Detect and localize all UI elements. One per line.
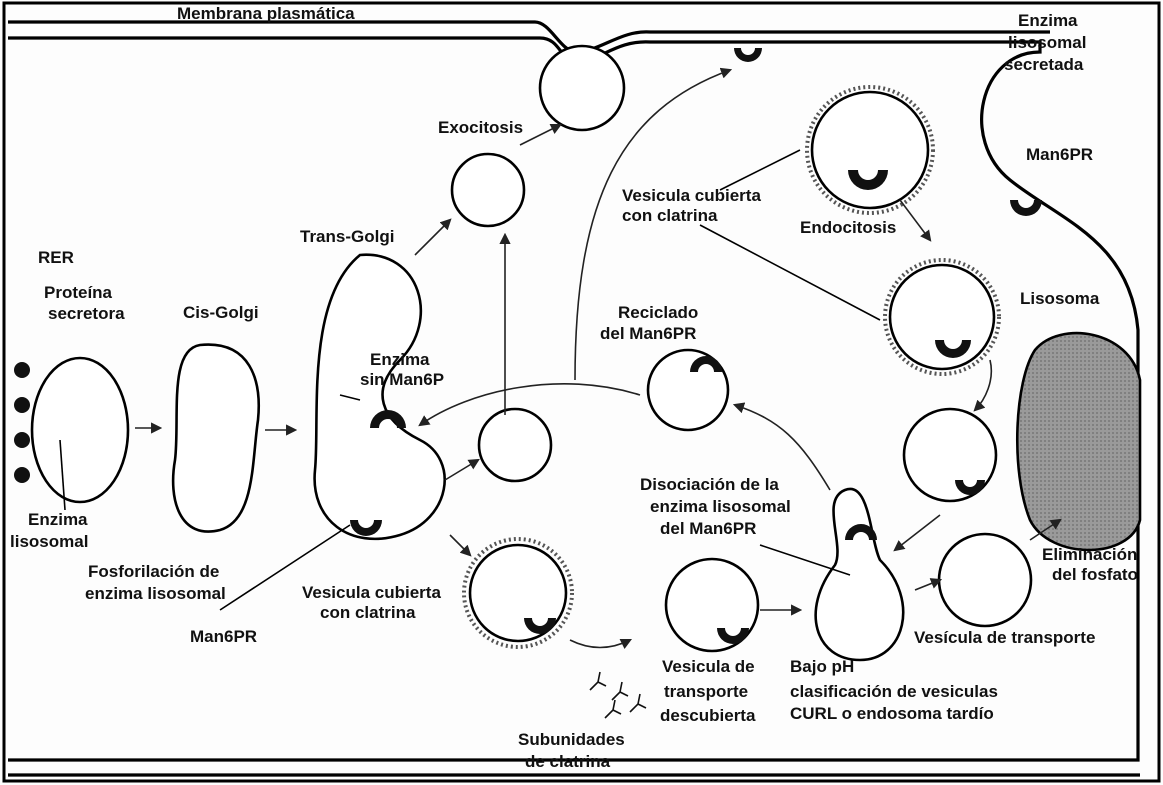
label-trans-golgi: Trans-Golgi bbox=[300, 227, 394, 246]
label-disociacion-2: enzima lisosomal bbox=[650, 497, 791, 516]
unphosphorylated-enzyme-vesicle bbox=[479, 409, 551, 481]
label-membrana: Membrana plasmática bbox=[177, 4, 355, 23]
label-subunidades-1: Subunidades bbox=[518, 730, 625, 749]
label-vesicula-desc-2: transporte bbox=[664, 682, 748, 701]
label-fosforilacion-2: enzima lisosomal bbox=[85, 584, 226, 603]
label-proteina-1: Proteína bbox=[44, 283, 113, 302]
label-vesicula-desc-3: descubierta bbox=[660, 706, 756, 725]
label-reciclado-2: del Man6PR bbox=[600, 324, 696, 343]
label-proteina-2: secretora bbox=[48, 304, 125, 323]
label-lisosoma: Lisosoma bbox=[1020, 289, 1100, 308]
label-rer: RER bbox=[38, 248, 74, 267]
label-enzima-sin-1: Enzima bbox=[370, 350, 430, 369]
label-vesicula-endo-1: Vesicula cubierta bbox=[622, 186, 761, 205]
label-subunidades-2: de clatrina bbox=[525, 752, 611, 771]
label-exocitosis: Exocitosis bbox=[438, 118, 523, 137]
secretory-vesicle bbox=[452, 154, 524, 226]
label-reciclado-1: Reciclado bbox=[618, 303, 698, 322]
lysosome bbox=[1017, 333, 1140, 550]
label-fosforilacion-1: Fosforilación de bbox=[88, 562, 219, 581]
label-vesicula-endo-2: con clatrina bbox=[622, 206, 718, 225]
label-enzima-secretada-1: Enzima bbox=[1018, 11, 1078, 30]
label-bajo-2: clasificación de vesiculas bbox=[790, 682, 998, 701]
label-endocitosis: Endocitosis bbox=[800, 218, 896, 237]
label-enzima-lisosomal-1: Enzima bbox=[28, 510, 88, 529]
label-vesicula-golgi-1: Vesicula cubierta bbox=[302, 583, 441, 602]
label-bajo-3: CURL o endosoma tardío bbox=[790, 704, 994, 723]
label-eliminacion-2: del fosfato bbox=[1052, 565, 1138, 584]
rer bbox=[32, 358, 128, 502]
label-eliminacion-1: Eliminación bbox=[1042, 545, 1137, 564]
label-enzima-sin-2: sin Man6P bbox=[360, 370, 444, 389]
label-vesicula-desc-1: Vesicula de bbox=[662, 657, 755, 676]
label-bajo-1: Bajo pH bbox=[790, 657, 854, 676]
label-enzima-secretada-2: lisosomal bbox=[1008, 33, 1086, 52]
label-man6pr-top: Man6PR bbox=[1026, 145, 1093, 164]
label-man6pr-bottom: Man6PR bbox=[190, 627, 257, 646]
label-enzima-lisosomal-2: lisosomal bbox=[10, 532, 88, 551]
label-cis-golgi: Cis-Golgi bbox=[183, 303, 259, 322]
endocytic-coated-pit bbox=[812, 92, 928, 208]
cis-golgi bbox=[173, 345, 259, 532]
label-enzima-secretada-3: secretada bbox=[1004, 55, 1084, 74]
label-vesicula-transporte: Vesícula de transporte bbox=[914, 628, 1095, 647]
label-vesicula-golgi-2: con clatrina bbox=[320, 603, 416, 622]
exocytosis-fusing-vesicle bbox=[540, 46, 624, 130]
dephosphorylation-vesicle bbox=[939, 534, 1031, 626]
label-disociacion-1: Disociación de la bbox=[640, 475, 779, 494]
label-disociacion-3: del Man6PR bbox=[660, 519, 756, 538]
